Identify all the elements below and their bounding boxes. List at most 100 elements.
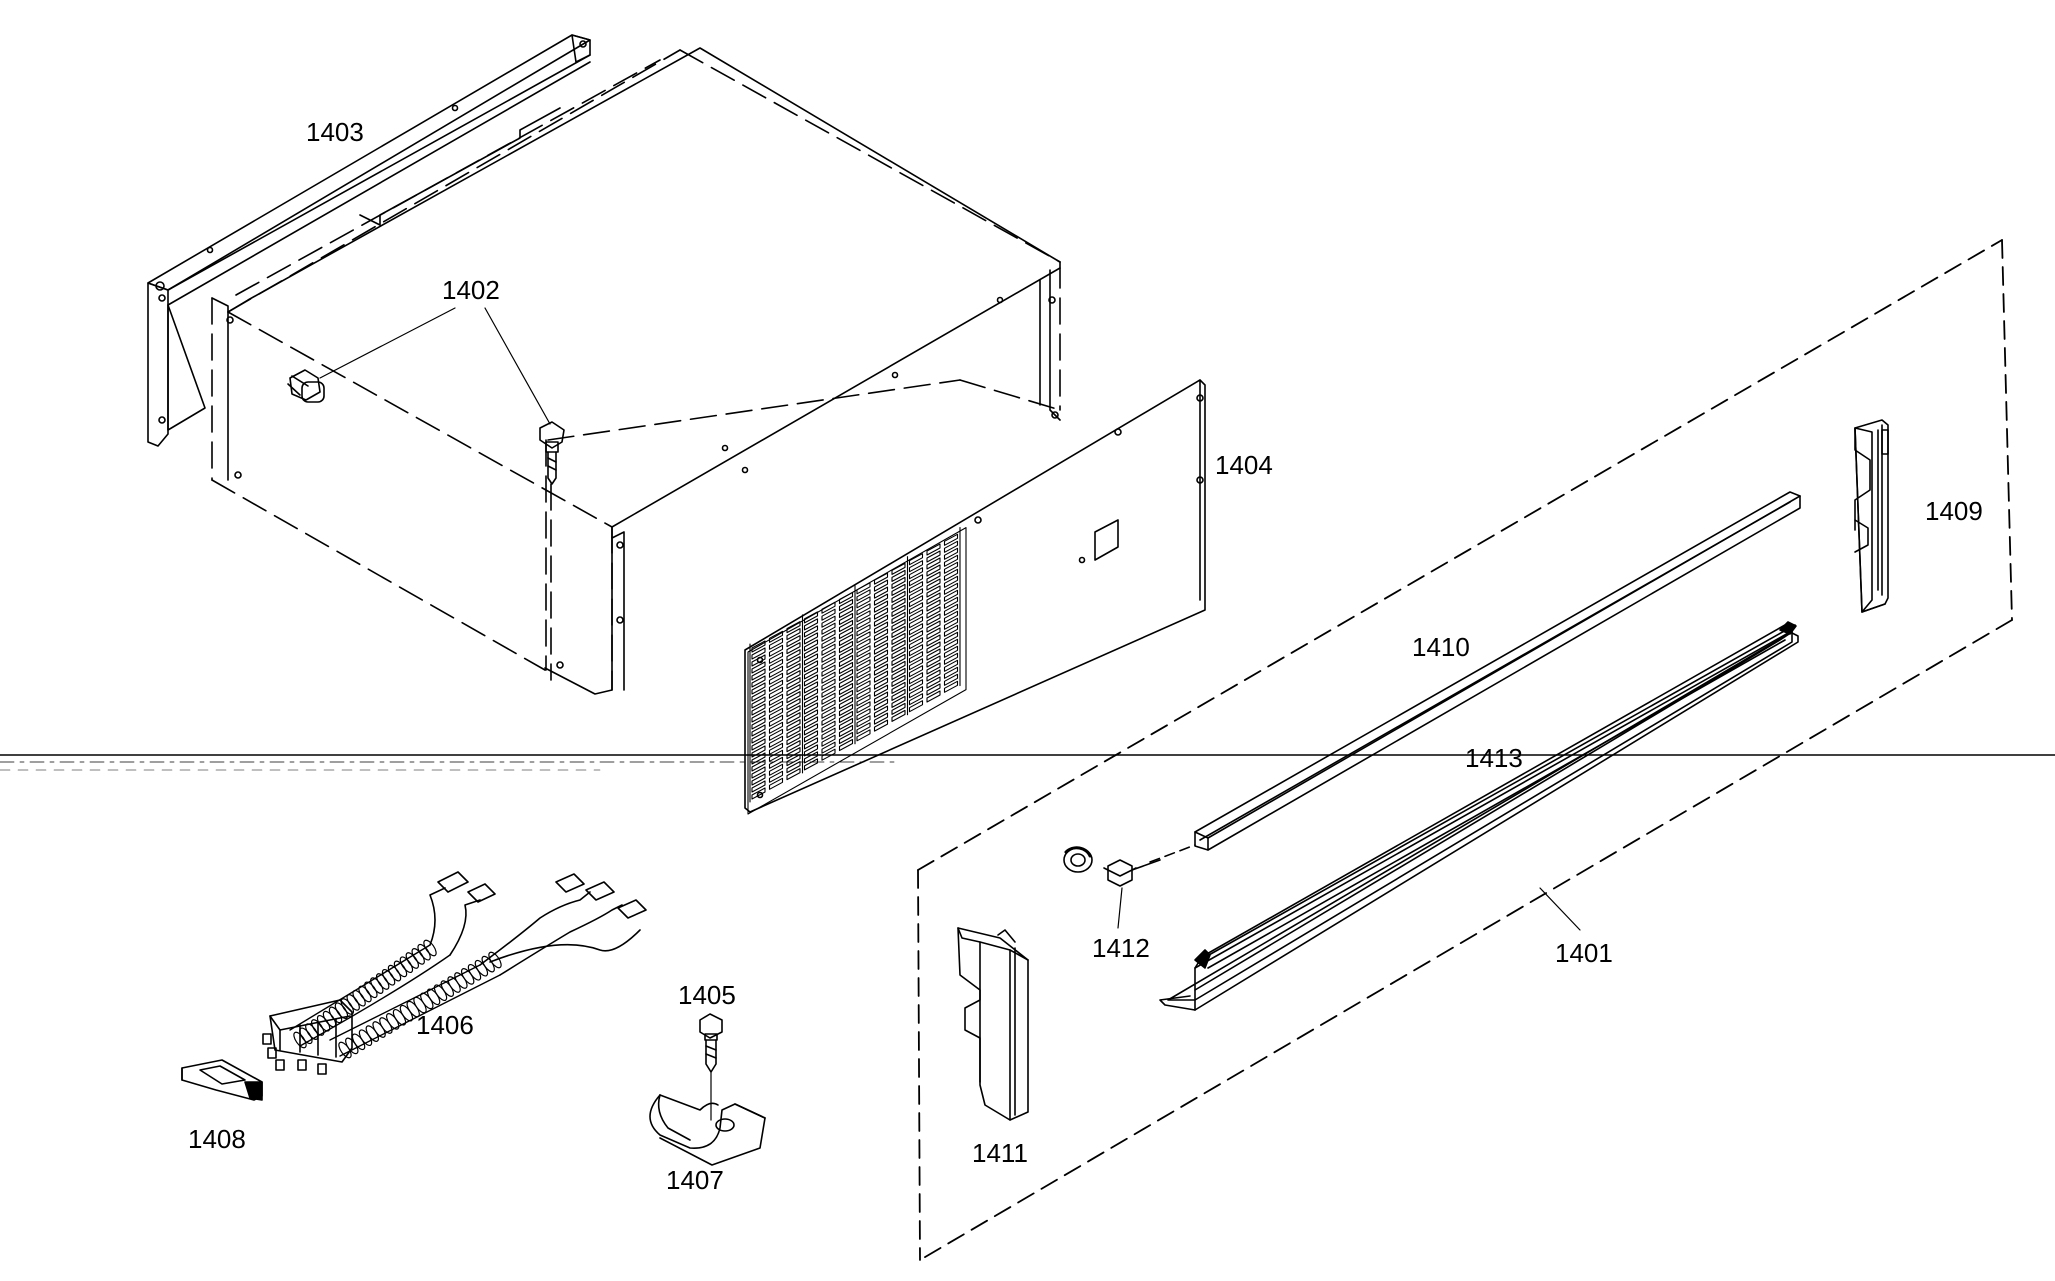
part-1408-clip bbox=[181, 1059, 263, 1101]
part-1404-grille-slots bbox=[747, 527, 967, 815]
grille-slot bbox=[821, 622, 836, 635]
grille-slot bbox=[786, 691, 801, 704]
grille-slot bbox=[768, 742, 784, 755]
grille-slot bbox=[926, 683, 941, 696]
grille-slot bbox=[751, 724, 766, 737]
grille-slot bbox=[751, 661, 766, 674]
grille-slot bbox=[821, 720, 836, 733]
grille-slot bbox=[751, 731, 766, 744]
grille-slot bbox=[908, 588, 924, 601]
grille-slot bbox=[768, 658, 784, 671]
grille-slot bbox=[786, 621, 801, 634]
grille-slot bbox=[908, 665, 924, 678]
grille-slot bbox=[821, 643, 836, 656]
grille-slot bbox=[803, 681, 819, 694]
harness-coil-ring bbox=[474, 959, 489, 977]
grille-slot bbox=[768, 749, 784, 762]
grille-slot bbox=[891, 611, 906, 624]
harness-coil-ring bbox=[387, 964, 402, 982]
grille-slot bbox=[751, 745, 766, 758]
grille-slot bbox=[926, 550, 941, 563]
harness-coil-ring bbox=[310, 1019, 325, 1036]
grille-slot bbox=[768, 770, 784, 783]
harness-coil-ring bbox=[454, 972, 468, 989]
grille-slot bbox=[856, 687, 871, 700]
grille-slot bbox=[786, 754, 801, 767]
grille-slot bbox=[838, 738, 854, 752]
grille-slot bbox=[856, 680, 871, 693]
grille-slot bbox=[821, 664, 836, 677]
leader-1401 bbox=[1539, 887, 1581, 931]
grille-slot bbox=[751, 696, 766, 709]
grille-slot bbox=[873, 621, 889, 634]
grille-slot bbox=[838, 612, 854, 626]
part-1413-rail bbox=[1159, 621, 1799, 1011]
grille-slot bbox=[856, 666, 871, 679]
harness-coil-ring bbox=[364, 981, 378, 999]
harness-coil-ring bbox=[393, 960, 408, 978]
harness-coil-ring bbox=[375, 973, 390, 990]
harness-coil-ring bbox=[370, 977, 384, 994]
grille-slot bbox=[751, 640, 766, 653]
grille-slot bbox=[803, 695, 819, 708]
grille-slot bbox=[943, 533, 959, 546]
grille-slot bbox=[873, 649, 889, 662]
grille-slot bbox=[943, 547, 959, 560]
grille-slot bbox=[821, 657, 836, 670]
callout-1413: 1413 bbox=[1465, 743, 1523, 773]
grille-slot bbox=[786, 698, 801, 711]
grille-slot bbox=[838, 591, 854, 605]
grille-slot bbox=[856, 694, 871, 707]
grille-slot bbox=[786, 628, 801, 641]
grille-slot bbox=[751, 752, 766, 765]
grille-slot bbox=[838, 682, 854, 696]
grille-slot bbox=[803, 674, 819, 687]
grille-slot bbox=[768, 651, 784, 664]
part-1406-wire-harness bbox=[262, 871, 647, 1075]
grille-slot bbox=[768, 630, 784, 643]
grille-slot bbox=[926, 627, 941, 640]
grille-slot bbox=[751, 703, 766, 716]
grille-slot bbox=[768, 763, 784, 776]
grille-slot bbox=[926, 690, 941, 703]
grille-slot bbox=[803, 751, 819, 764]
grille-slot bbox=[908, 630, 924, 643]
harness-coil-ring bbox=[399, 956, 414, 974]
grille-slot bbox=[908, 700, 924, 713]
grille-slot bbox=[768, 728, 784, 741]
grille-slot bbox=[768, 679, 784, 692]
grille-slot bbox=[908, 574, 924, 587]
grille-slot bbox=[786, 649, 801, 662]
grille-slot bbox=[856, 589, 871, 602]
grille-slot bbox=[838, 703, 854, 717]
grille-slot bbox=[926, 634, 941, 647]
grille-slot bbox=[908, 679, 924, 692]
grille-slot bbox=[751, 654, 766, 667]
grille-slot bbox=[873, 635, 889, 648]
grille-slot bbox=[768, 693, 784, 706]
grille-slot bbox=[856, 603, 871, 616]
grille-slot bbox=[943, 645, 959, 658]
grille-slot bbox=[803, 660, 819, 673]
grille-slot bbox=[838, 654, 854, 668]
grille-slot bbox=[786, 663, 801, 676]
grille-slot bbox=[786, 635, 801, 648]
callout-1404: 1404 bbox=[1215, 450, 1273, 480]
grille-slot bbox=[768, 777, 784, 790]
grille-slot bbox=[856, 631, 871, 644]
grille-slot bbox=[873, 691, 889, 704]
grille-slot bbox=[908, 651, 924, 664]
grille-slot bbox=[943, 582, 959, 595]
grille-slot bbox=[908, 595, 924, 608]
grille-slot bbox=[908, 581, 924, 594]
grille-slot bbox=[926, 571, 941, 584]
harness-coil-ring bbox=[293, 1031, 307, 1049]
grille-slot bbox=[803, 618, 819, 631]
grille-slot bbox=[856, 638, 871, 651]
callout-1408: 1408 bbox=[188, 1124, 246, 1154]
grille-slot bbox=[838, 647, 854, 661]
grille-slot bbox=[821, 615, 836, 628]
grille-slot bbox=[751, 766, 766, 779]
grille-slot bbox=[751, 689, 766, 702]
grille-slot bbox=[803, 632, 819, 645]
